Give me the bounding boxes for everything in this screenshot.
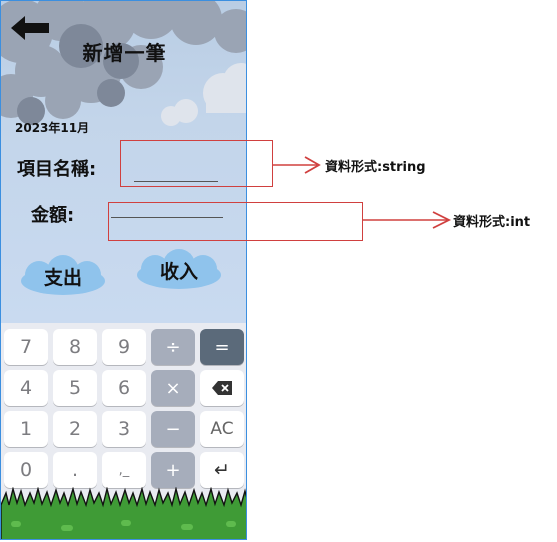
key-1[interactable]: 1 bbox=[4, 411, 48, 447]
cloud-shape-icon bbox=[21, 255, 105, 295]
item-name-annotation-box bbox=[120, 140, 273, 187]
key-plus[interactable]: + bbox=[151, 452, 195, 488]
key-8[interactable]: 8 bbox=[53, 329, 97, 365]
key-4[interactable]: 4 bbox=[4, 370, 48, 406]
key-5[interactable]: 5 bbox=[53, 370, 97, 406]
key-3[interactable]: 3 bbox=[102, 411, 146, 447]
item-name-type-note: 資料形式:string bbox=[325, 160, 426, 175]
expense-button-label: 支出 bbox=[43, 267, 82, 289]
backspace-icon bbox=[212, 381, 232, 395]
key-7[interactable]: 7 bbox=[4, 329, 48, 365]
annotation-arrow-icon bbox=[273, 156, 321, 174]
key-divide[interactable]: ÷ bbox=[151, 329, 195, 365]
month-label: 2023年11月 bbox=[15, 121, 90, 135]
key-6[interactable]: 6 bbox=[102, 370, 146, 406]
back-button[interactable] bbox=[9, 13, 51, 43]
key-all-clear[interactable]: AC bbox=[200, 411, 244, 447]
expense-button[interactable]: 支出 bbox=[17, 255, 109, 299]
amount-type-note: 資料形式:int bbox=[453, 215, 531, 230]
item-name-input[interactable] bbox=[134, 165, 218, 182]
amount-annotation-box bbox=[108, 202, 363, 241]
income-button-label: 收入 bbox=[159, 261, 198, 283]
annotation-arrow-icon bbox=[363, 211, 452, 229]
phone-screen: 新增一筆 2023年11月 項目名稱: 金額: 支出 收入 7 8 9 ÷ = … bbox=[0, 0, 247, 540]
key-minus[interactable]: − bbox=[151, 411, 195, 447]
key-decimal[interactable]: . bbox=[53, 452, 97, 488]
key-0[interactable]: 0 bbox=[4, 452, 48, 488]
key-9[interactable]: 9 bbox=[102, 329, 146, 365]
key-backspace[interactable] bbox=[200, 370, 244, 406]
grass-decoration bbox=[1, 487, 246, 539]
amount-label: 金額: bbox=[31, 205, 75, 226]
item-name-label: 項目名稱: bbox=[17, 159, 97, 180]
key-2[interactable]: 2 bbox=[53, 411, 97, 447]
sky-clouds-decoration bbox=[1, 1, 246, 126]
income-button[interactable]: 收入 bbox=[133, 249, 225, 293]
cloud-shape-icon bbox=[137, 249, 221, 289]
page-title: 新增一筆 bbox=[82, 41, 167, 65]
key-comma-space[interactable]: ,_ bbox=[102, 452, 146, 488]
amount-input[interactable] bbox=[111, 201, 223, 218]
key-return[interactable]: ↵ bbox=[200, 452, 244, 488]
key-equals[interactable]: = bbox=[200, 329, 244, 365]
key-multiply[interactable]: × bbox=[151, 370, 195, 406]
back-arrow-icon bbox=[11, 16, 49, 40]
